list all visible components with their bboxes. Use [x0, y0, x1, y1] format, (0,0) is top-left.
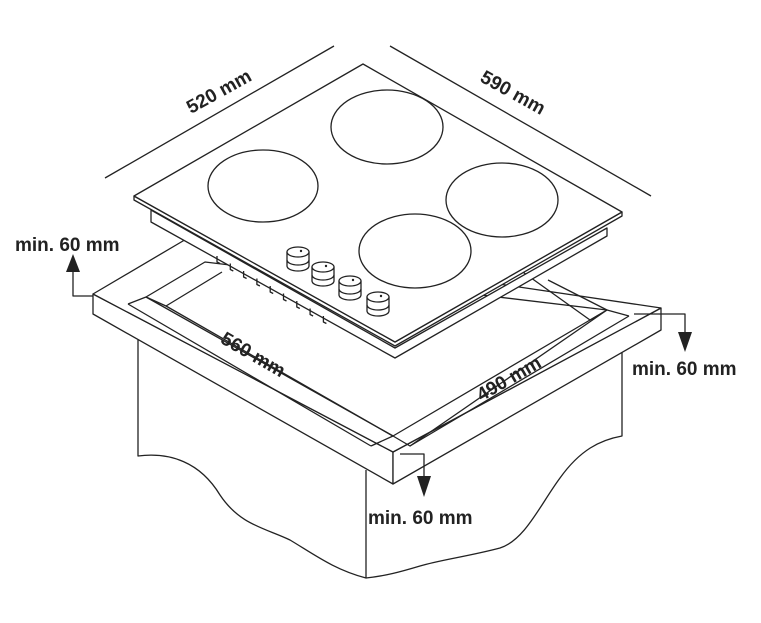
vent-slot: [256, 278, 261, 287]
cabinet: [137, 340, 623, 579]
front-clearance-label: min. 60 mm: [368, 508, 473, 529]
arrow-rear: [72, 270, 93, 297]
vent-slot: [229, 263, 234, 272]
control-knob[interactable]: [366, 291, 390, 317]
vent-slot: [242, 271, 247, 280]
control-knob[interactable]: [311, 261, 335, 287]
burner-rear-right: [330, 89, 444, 165]
arrow-side: [634, 313, 686, 334]
control-knobs: [286, 246, 390, 317]
control-knob[interactable]: [338, 275, 362, 301]
control-knob[interactable]: [286, 246, 310, 272]
arrow-up-icon: [66, 254, 80, 272]
arrow-down-icon: [678, 332, 692, 352]
vent-slot: [269, 286, 274, 295]
vent-slot: [216, 256, 221, 265]
burner-front-right: [445, 162, 559, 238]
rear-clearance-label: min. 60 mm: [15, 235, 120, 256]
clearance-arrows: [66, 254, 692, 497]
hob: [133, 63, 623, 359]
arrow-front: [400, 453, 425, 478]
hob-width-label: 590 mm: [477, 67, 549, 120]
hob-depth-label: 520 mm: [183, 66, 255, 119]
vent-slot: [322, 316, 327, 325]
side-clearance-label: min. 60 mm: [632, 359, 737, 380]
hob-glass-top: [133, 63, 623, 343]
side-vents: [216, 256, 327, 325]
dimension-lines: [104, 45, 652, 197]
arrow-down-icon: [417, 476, 431, 497]
burner-rear-left: [207, 149, 319, 223]
burner-front-left: [358, 213, 472, 289]
vent-slot: [282, 293, 287, 302]
vent-slot: [296, 301, 301, 310]
vent-slot: [309, 308, 314, 317]
